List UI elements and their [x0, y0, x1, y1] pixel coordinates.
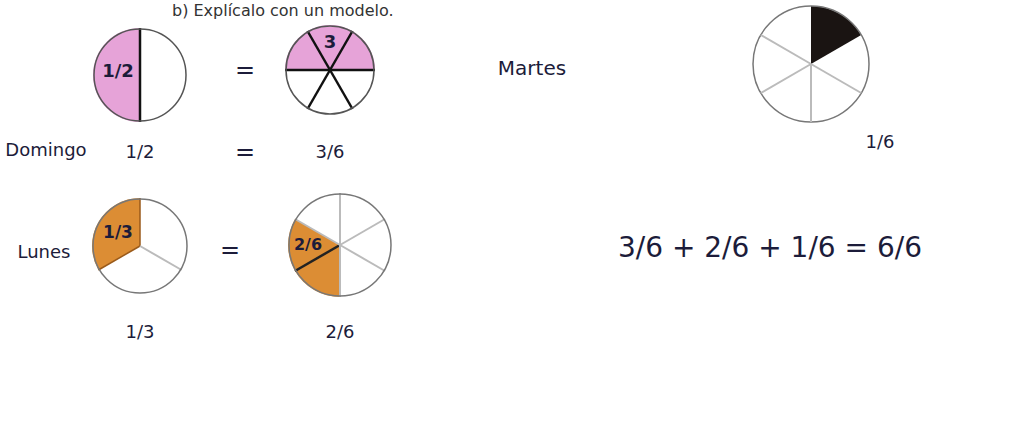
circle-outline: [93, 199, 187, 293]
fraction-circle: 1/3: [92, 198, 188, 294]
black-sixth: [811, 6, 861, 64]
division-line: [140, 246, 182, 270]
equals-sign: =: [235, 139, 255, 165]
fraction-label: 1/2: [126, 142, 155, 162]
fraction-text: 3: [324, 32, 337, 52]
exercise-heading: b) Explícalo con un modelo.: [172, 2, 394, 20]
day-label: Lunes: [18, 242, 71, 262]
division-line: [308, 31, 353, 109]
circle-outline: [289, 194, 391, 296]
orange-sixths: [288, 219, 340, 297]
fraction-text: 2/6: [294, 236, 322, 254]
orange-third: [92, 198, 140, 270]
fraction-circle: 2/6: [288, 193, 392, 297]
division-line: [761, 64, 811, 93]
fraction-circle: 1/2: [93, 28, 187, 122]
fraction-label: 3/6: [316, 142, 345, 162]
division-line: [811, 64, 861, 93]
circle-outline: [92, 198, 188, 294]
fraction-label: 2/6: [326, 322, 355, 342]
circle-outline: [94, 29, 186, 121]
division-line: [761, 35, 811, 64]
division-line: [340, 219, 385, 245]
day-label: Martes: [498, 57, 566, 79]
division-line: [810, 64, 812, 122]
pink-half: [285, 25, 375, 70]
equals-sign: =: [235, 57, 255, 83]
fraction-label: 1/6: [866, 132, 895, 152]
fraction-circle: 3: [285, 25, 375, 115]
division-line: [98, 246, 140, 270]
equals-sign: =: [220, 237, 240, 263]
circle-outline: [286, 26, 374, 114]
fraction-sum: 3/6 + 2/6 + 1/6 = 6/6: [618, 233, 922, 264]
division-line: [340, 245, 385, 271]
fraction-text: 1/2: [102, 61, 134, 81]
pink-half: [93, 28, 140, 122]
circle-outline: [753, 6, 869, 122]
fraction-text: 1/3: [103, 223, 133, 242]
division-line: [339, 193, 341, 245]
division-line: [139, 28, 142, 122]
division-line: [139, 198, 141, 246]
fraction-label: 1/3: [126, 322, 155, 342]
division-line: [308, 31, 353, 109]
day-label: Domingo: [5, 140, 86, 160]
division-line: [339, 245, 341, 297]
